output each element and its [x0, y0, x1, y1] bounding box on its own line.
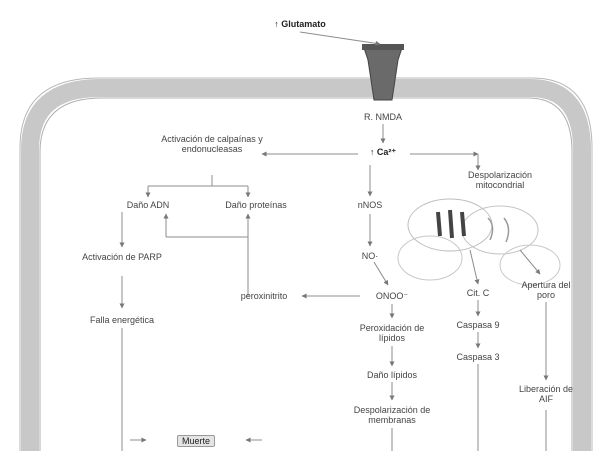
mitochondrion-outline-3 — [398, 236, 462, 280]
label-dna-damage: Daño ADN — [127, 200, 170, 210]
label-parp-activation: Activación de PARP — [82, 252, 162, 262]
mitochondrion-outline-4 — [500, 245, 560, 285]
label-nitric-oxide: NO· — [362, 251, 379, 261]
cell-membrane-outer-edge — [20, 78, 592, 451]
label-caspase-9: Caspasa 9 — [456, 320, 499, 330]
label-membrane-depolarization: Despolarización de membranas — [342, 405, 442, 425]
label-nnos: nNOS — [358, 200, 383, 210]
label-pore-opening: Apertura del poro — [516, 280, 576, 300]
mitochondrion-outline-2 — [462, 206, 538, 254]
label-calcium-increase: ↑ Ca²⁺ — [370, 147, 396, 157]
label-caspase-3: Caspasa 3 — [456, 352, 499, 362]
label-aif-release: Liberación de AIF — [516, 384, 576, 404]
nmda-receptor-cap — [362, 44, 404, 50]
label-enzymes-activation: Activación de calpaínas y endonucleasas — [157, 134, 267, 154]
label-onoo: ONOO⁻ — [376, 291, 408, 301]
arrow-glutamate-to-receptor — [300, 32, 380, 44]
label-protein-damage: Daño proteínas — [225, 200, 287, 210]
label-mitochondrial-depolarization: Despolarización mitocondrial — [445, 170, 555, 190]
label-cytochrome-c: Cit. C — [467, 288, 490, 298]
arrow-mito-to-pore — [520, 250, 540, 274]
label-lipid-damage: Daño lípidos — [367, 370, 417, 380]
arrow-mito-to-cytc — [470, 250, 478, 284]
arrow-no-to-onoo — [374, 262, 388, 285]
label-peroxynitrite: peroxinitrito — [241, 291, 288, 301]
mitochondrion-cristae-1 — [438, 210, 464, 238]
label-nmda-receptor: R. NMDA — [364, 112, 402, 122]
label-death: Muerte — [177, 435, 215, 447]
label-stimulus-glutamate: ↑ Glutamato — [274, 19, 326, 29]
cell-membrane-inner-edge — [40, 98, 572, 451]
cell-membrane — [30, 88, 582, 451]
label-lipid-peroxidation: Peroxidación de lípidos — [357, 323, 427, 343]
label-energy-failure: Falla energética — [90, 315, 154, 325]
